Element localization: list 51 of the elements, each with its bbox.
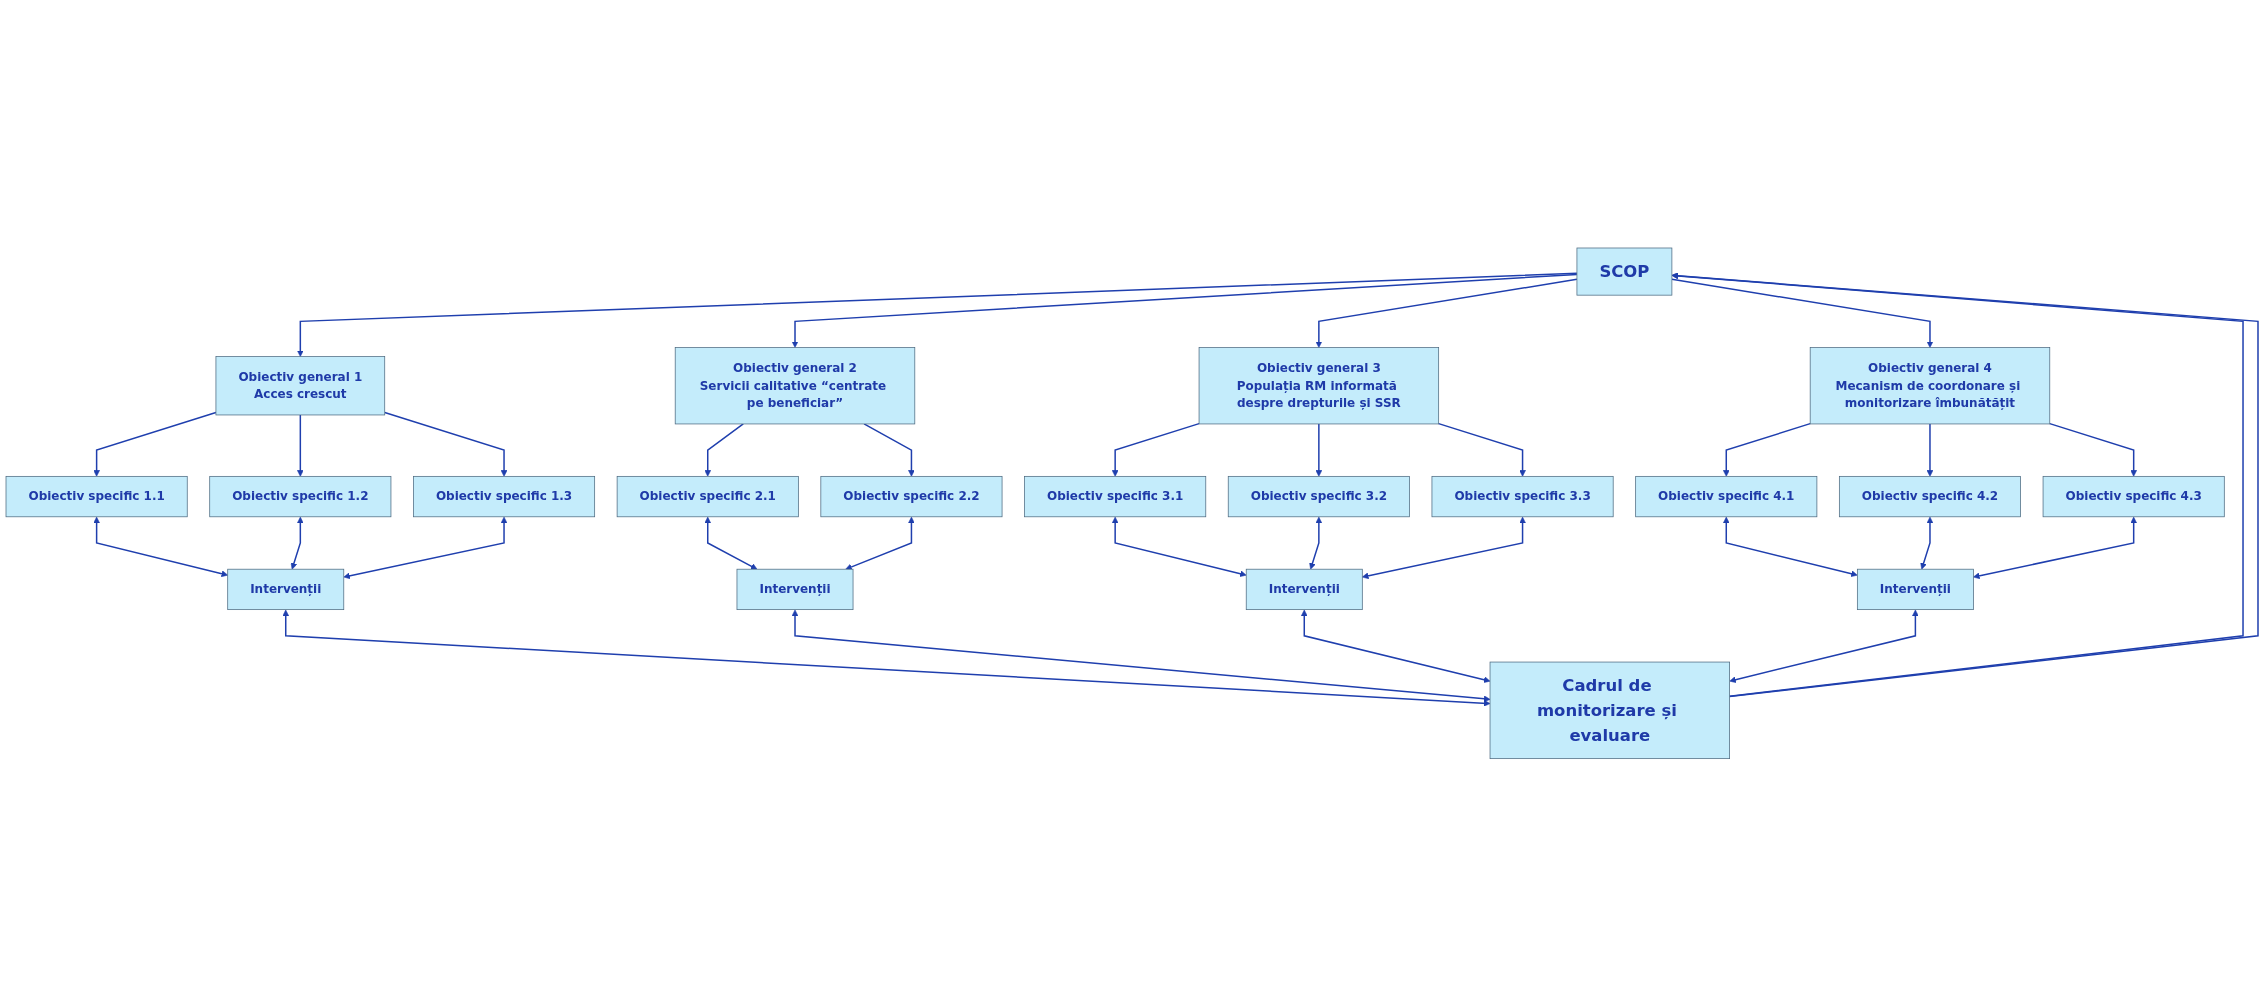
arrow — [1315, 278, 1578, 348]
node-box: Intervenții — [227, 568, 345, 610]
arrow — [297, 272, 1578, 357]
arrow — [1729, 609, 1919, 683]
arrow — [384, 411, 508, 477]
arrow — [2049, 422, 2137, 477]
node-box: Obiectiv specific 2.2 — [820, 475, 1003, 517]
node-box: Obiectiv specific 3.2 — [1227, 475, 1410, 517]
node-box: Intervenții — [736, 568, 854, 610]
node-box: Obiectiv specific 2.1 — [616, 475, 799, 517]
arrow — [1926, 422, 1934, 477]
arrow — [1671, 278, 1934, 348]
arrow — [704, 516, 758, 570]
node-box: Obiectiv general 4 Mecanism de coordonare și monitorizare îmbunătățit — [1809, 346, 2051, 424]
arrow — [93, 516, 228, 577]
node-box: Intervenții — [1856, 568, 1974, 610]
arrow — [1315, 422, 1323, 477]
arrow — [704, 422, 744, 477]
node-box: Obiectiv general 1 Acces crescut — [215, 355, 386, 416]
arrow — [1437, 422, 1526, 477]
node-box: Obiectiv general 2 Servicii calitative “centrate pe beneficiar” — [674, 346, 916, 424]
arrow — [863, 422, 915, 477]
node-box: Obiectiv specific 4.2 — [1838, 475, 2021, 517]
node-box: Obiectiv specific 4.1 — [1635, 475, 1818, 517]
arrow — [93, 411, 217, 477]
arrow — [1111, 516, 1247, 577]
arrow — [1301, 609, 1491, 683]
node-box: Obiectiv specific 1.3 — [413, 475, 596, 517]
node-box: Obiectiv specific 1.1 — [5, 475, 188, 517]
arrow — [1973, 516, 2137, 579]
arrow — [1723, 516, 1858, 577]
arrow — [791, 609, 1491, 702]
node-box: Obiectiv specific 4.3 — [2042, 475, 2225, 517]
arrow — [343, 516, 508, 579]
arrow — [1362, 516, 1526, 579]
arrow — [791, 273, 1578, 348]
node-box: Obiectiv specific 1.2 — [209, 475, 392, 517]
arrow — [282, 609, 1491, 707]
node-box: Intervenții — [1245, 568, 1363, 610]
node-box: Obiectiv specific 3.3 — [1431, 475, 1614, 517]
arrow — [1309, 516, 1323, 570]
arrow — [1920, 516, 1934, 570]
arrow — [297, 413, 304, 477]
node-box: SCOP — [1576, 247, 1673, 296]
arrow — [290, 516, 304, 570]
arrow — [1111, 422, 1200, 477]
arrow — [845, 516, 915, 570]
node-box: Obiectiv general 3 Populația RM informată despre drepturile și SSR — [1198, 346, 1440, 424]
node-box: Cadrul de monitorizare și evaluare — [1489, 661, 1730, 759]
node-box: Obiectiv specific 3.1 — [1024, 475, 1207, 517]
arrow — [1723, 422, 1811, 477]
